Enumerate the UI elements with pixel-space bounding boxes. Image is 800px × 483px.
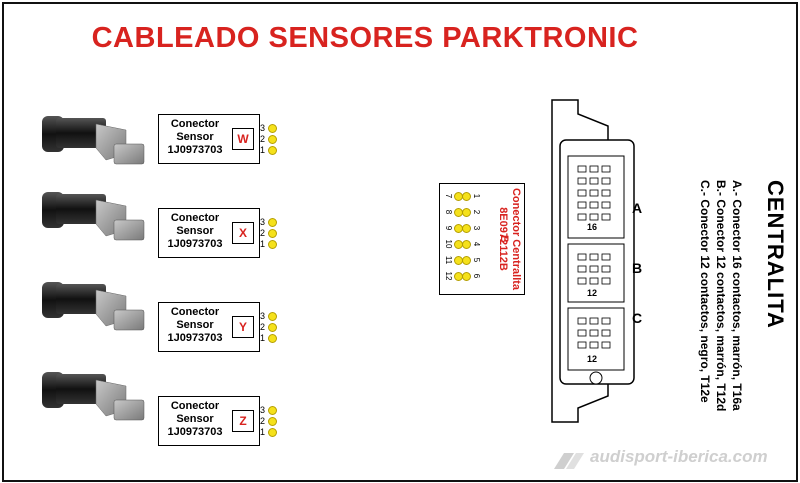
sensor-letter: X [232, 222, 254, 244]
connector-label: Conector Sensor 1J0973703 [167, 400, 223, 438]
sensor-image [42, 116, 145, 165]
sensor-image [42, 372, 145, 421]
connector-label: Conector Sensor 1J0973703 [167, 212, 223, 250]
legend-line-c: C.- Conector 12 contactos, negro, T12e [698, 180, 712, 403]
pin-1: 1 [259, 238, 289, 250]
pin-2: 2 [259, 227, 289, 239]
pin-1: 1 [259, 426, 289, 438]
pin-1: 1 [259, 144, 289, 156]
connector-label: Conector Sensor 1J0973703 [167, 118, 223, 156]
sensor-x: Conector Sensor 1J0973703 X 3 2 1 [40, 186, 290, 258]
sensor-pins: 3 2 1 [259, 302, 289, 350]
legend-line-a: A.- Conector 16 contactos, marrón, T16a [730, 180, 744, 411]
legend-line-b: B.- Conector 12 contactos, marrón, T12d [714, 180, 728, 412]
sensor-z: Conector Sensor 1J0973703 Z 3 2 1 [40, 366, 290, 446]
centralita-title: CENTRALITA [763, 180, 788, 329]
sensor-connector-box: Conector Sensor 1J0973703 W [158, 114, 260, 164]
pin-3: 3 [259, 216, 289, 228]
centralita-connector-part: 8E0972112B [497, 207, 509, 271]
pin-3: 3 [259, 404, 289, 416]
sensor-w: Conector Sensor 1J0973703 W 3 2 1 [40, 110, 290, 180]
sensor-letter: Y [232, 316, 254, 338]
pin-1: 1 [259, 332, 289, 344]
sensor-letter: Z [232, 410, 254, 432]
pin-2: 2 [259, 415, 289, 427]
connector-c-label: C [632, 310, 643, 326]
pin-2: 2 [259, 133, 289, 145]
pin-label-12b: 12 [587, 354, 598, 364]
connector-label: Conector Sensor 1J0973703 [167, 306, 223, 344]
pin-label-16: 16 [587, 222, 598, 232]
sensor-connector-box: Conector Sensor 1J0973703 Y [158, 302, 260, 352]
sensor-letter: W [232, 128, 254, 150]
pin-label-12a: 12 [587, 288, 598, 298]
pin-3: 3 [259, 122, 289, 134]
centralita-connector-content: Conector Centrallta B 8E0972112B 1 2 3 4… [440, 184, 524, 294]
pin-3: 3 [259, 310, 289, 322]
sensor-connector-box: Conector Sensor 1J0973703 X [158, 208, 260, 258]
pin-2: 2 [259, 321, 289, 333]
connector-a-label: A [632, 200, 643, 216]
page-title: CABLEADO SENSORES PARKTRONIC [91, 22, 639, 54]
centralita-legend: CENTRALITA A.- Conector 16 contactos, ma… [642, 180, 788, 460]
sensor-pins: 3 2 1 [259, 208, 289, 256]
sensor-pins: 3 2 1 [259, 114, 289, 162]
centralita-connector-box: Conector Centrallta B 8E0972112B 1 2 3 4… [439, 183, 525, 295]
watermark-logo [554, 453, 584, 469]
sensor-image [42, 282, 145, 331]
sensor-y: Conector Sensor 1J0973703 Y 3 2 1 [40, 276, 290, 352]
connector-b-label: B [632, 260, 643, 276]
sensor-connector-box: Conector Sensor 1J0973703 Z [158, 396, 260, 446]
watermark-text: audisport-iberica.com [590, 447, 768, 466]
pin-row-bottom: 7 8 9 10 11 12 [444, 193, 453, 281]
centralita-unit: 16 12 12 A B C [538, 96, 698, 426]
sensor-pins: 3 2 1 [259, 396, 289, 444]
centralita-drawing [551, 99, 635, 423]
sensor-image [42, 192, 145, 241]
